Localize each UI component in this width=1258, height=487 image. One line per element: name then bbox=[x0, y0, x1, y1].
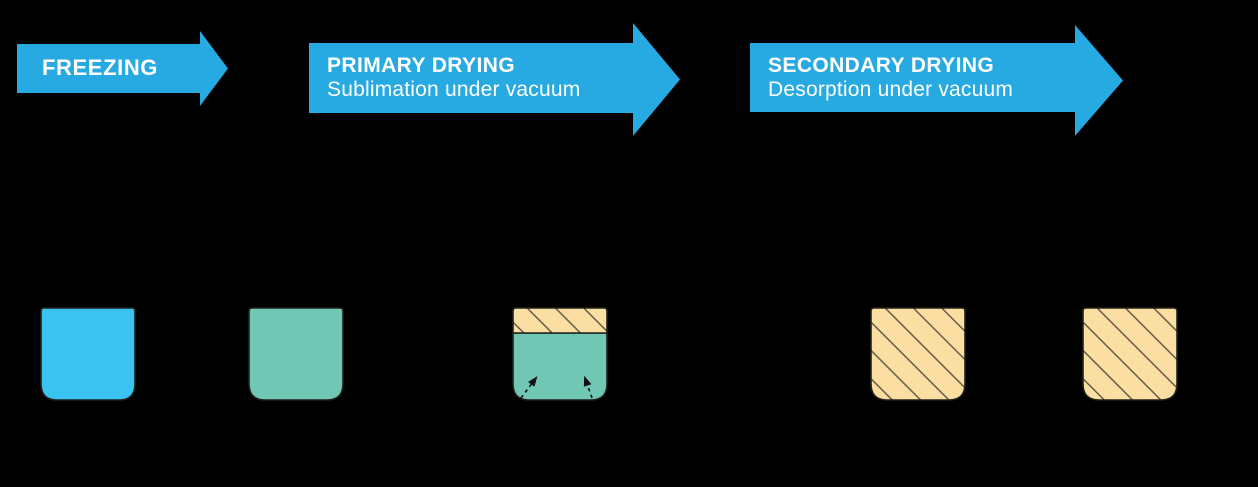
dried-fill bbox=[1082, 307, 1178, 401]
vial-frozen bbox=[248, 307, 344, 401]
primary-drying-stage-arrow bbox=[309, 23, 680, 136]
liquid-fill bbox=[40, 307, 136, 401]
secondary-drying-stage-arrow bbox=[750, 25, 1123, 136]
arrow-right-icon bbox=[750, 25, 1123, 136]
vial-primary-drying bbox=[512, 307, 608, 401]
freezing-stage-arrow bbox=[17, 31, 228, 106]
vial-liquid bbox=[40, 307, 136, 401]
dried-top-layer bbox=[512, 307, 608, 334]
dried-fill bbox=[870, 307, 966, 401]
vial-dried-2 bbox=[1082, 307, 1178, 401]
frozen-fill bbox=[248, 307, 344, 401]
arrow-right-icon bbox=[309, 23, 680, 136]
arrow-right-icon bbox=[17, 31, 228, 106]
vial-dried-1 bbox=[870, 307, 966, 401]
